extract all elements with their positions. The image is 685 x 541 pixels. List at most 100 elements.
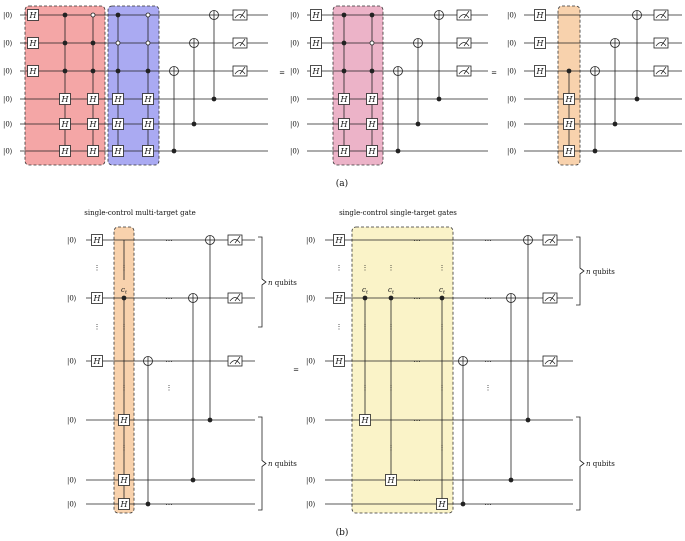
hadamard-label: H	[61, 95, 70, 104]
horizontal-dots: ⋯	[166, 501, 173, 509]
hadamard-label: H	[89, 147, 98, 156]
n-qubits-label: n qubits	[268, 460, 297, 468]
meter-arc	[544, 360, 556, 365]
control-dot	[634, 96, 640, 102]
ket-zero: |0⟩	[306, 477, 316, 485]
meter-needle	[549, 293, 556, 302]
hadamard-gate	[142, 145, 154, 157]
hadamard-gate	[142, 93, 154, 105]
n-symbol: n	[268, 279, 273, 287]
equals-sign-b: =	[293, 366, 299, 374]
hadamard-gate	[118, 474, 130, 486]
hadamard-label: H	[368, 147, 377, 156]
control-subscript: t	[392, 290, 395, 296]
meter-needle	[463, 66, 470, 75]
meter-arc	[229, 297, 241, 302]
control-dot	[62, 12, 68, 18]
hadamard-gate	[142, 118, 154, 130]
circuit-labels: |0⟩|0⟩|0⟩|0⟩|0⟩|0⟩=|0⟩|0⟩|0⟩|0⟩|0⟩|0⟩=|0…	[3, 12, 615, 511]
equals-sign: =	[491, 69, 497, 77]
title-single-target: single-control single-target gates	[339, 209, 457, 217]
hadamard-gate	[338, 118, 350, 130]
hadamard-label: H	[335, 294, 344, 303]
n-symbol: n	[268, 460, 273, 468]
control-dot	[145, 68, 151, 74]
control-label: ct	[121, 286, 128, 296]
meter-arc	[234, 42, 246, 47]
ket-zero: |0⟩	[306, 358, 316, 366]
qubits-text: qubits	[591, 460, 616, 468]
control-dot	[395, 148, 401, 154]
ket-zero: |0⟩	[3, 121, 13, 129]
ket-zero: |0⟩	[290, 40, 300, 48]
hadamard-gate	[112, 93, 124, 105]
hadamard-label: H	[120, 500, 129, 509]
hadamard-gate	[91, 234, 103, 246]
meter-arc	[229, 239, 241, 244]
control-dot	[439, 295, 445, 301]
meter-needle	[239, 10, 246, 19]
measurement-icon	[227, 355, 243, 367]
control-label: ct	[388, 286, 395, 296]
hadamard-label: H	[114, 147, 123, 156]
meter-arc	[234, 14, 246, 19]
meter-arc	[234, 70, 246, 75]
hadamard-gate	[310, 37, 322, 49]
hadamard-label: H	[565, 120, 574, 129]
hadamard-label: H	[368, 120, 377, 129]
ket-zero: |0⟩	[306, 237, 316, 245]
n-qubits-label: n qubits	[586, 460, 615, 468]
brace-bottom-right	[576, 416, 585, 511]
hadamard-label: H	[89, 120, 98, 129]
hadamard-label: H	[312, 11, 321, 20]
hadamard-gate	[436, 498, 448, 510]
control-dot	[62, 40, 68, 46]
qubits-text: qubits	[273, 460, 298, 468]
measurement-icon	[232, 37, 248, 49]
measurement-icon	[232, 65, 248, 77]
measurement-icon	[456, 37, 472, 49]
control-subscript: t	[366, 290, 369, 296]
control-subscript: t	[125, 290, 128, 296]
ket-zero: |0⟩	[67, 501, 77, 509]
hadamard-label: H	[120, 476, 129, 485]
hadamard-gate	[563, 93, 575, 105]
vertical-dots: ⋮	[94, 264, 101, 272]
vertical-dots: ⋮	[362, 384, 369, 392]
vertical-dots: ⋮	[439, 323, 446, 331]
circuit-gates: HHHHHHHHHHHHHHHHHHHHHHHHHHHHHHHHHHHHHHHH…	[27, 9, 669, 510]
hadamard-gate	[59, 93, 71, 105]
hadamard-label: H	[29, 11, 38, 20]
meter-arc	[458, 42, 470, 47]
hadamard-gate	[333, 234, 345, 246]
meter-needle	[234, 293, 241, 302]
meter-arc	[655, 42, 667, 47]
ket-zero: |0⟩	[306, 417, 316, 425]
hadamard-label: H	[340, 120, 349, 129]
brace-top-right	[576, 236, 585, 306]
horizontal-dots: ⋯	[166, 358, 173, 366]
meter-needle	[463, 10, 470, 19]
equals-sign: =	[279, 69, 285, 77]
meter-needle	[660, 66, 667, 75]
horizontal-dots: ⋯	[414, 417, 421, 425]
hadamard-gate	[534, 9, 546, 21]
ket-zero: |0⟩	[3, 96, 13, 104]
hadamard-label: H	[312, 39, 321, 48]
vertical-dots: ⋮	[388, 323, 395, 331]
measurement-icon	[456, 65, 472, 77]
hadamard-label: H	[93, 236, 102, 245]
hadamard-gate	[333, 292, 345, 304]
control-dot	[90, 68, 96, 74]
hadamard-label: H	[93, 294, 102, 303]
meter-needle	[463, 38, 470, 47]
hadamard-label: H	[536, 67, 545, 76]
hadamard-gate	[385, 474, 397, 486]
vertical-dots: ⋮	[439, 264, 446, 272]
ket-zero: |0⟩	[507, 121, 517, 129]
control-dot	[362, 295, 368, 301]
hadamard-gate	[91, 292, 103, 304]
measurement-icon	[653, 65, 669, 77]
vertical-dots: ⋮	[439, 384, 446, 392]
